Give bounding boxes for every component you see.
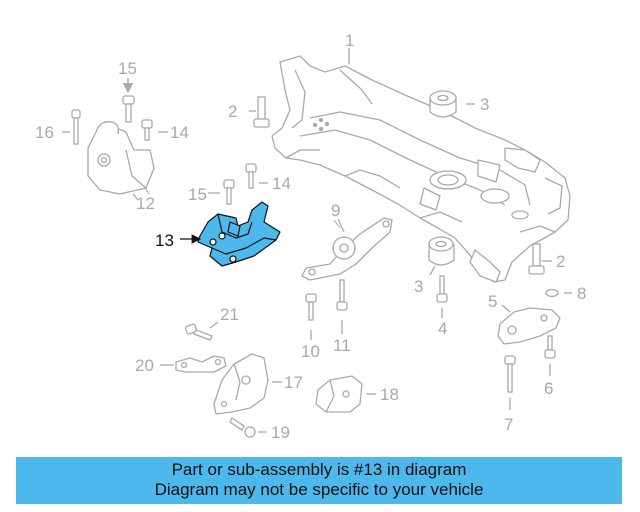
bolt-2-lower[interactable] — [528, 243, 552, 275]
callout-17: 17 — [284, 373, 303, 392]
bolt-21[interactable] — [184, 321, 219, 341]
callout-3-upper: 3 — [480, 95, 489, 114]
nut-14-upper[interactable] — [141, 119, 168, 141]
callout-16: 16 — [35, 123, 54, 142]
callout-8: 8 — [577, 284, 586, 303]
bolt-4[interactable] — [436, 275, 448, 318]
callout-6: 6 — [544, 379, 553, 398]
callout-15-lower: 15 — [188, 185, 207, 204]
bolt-11[interactable] — [336, 279, 348, 334]
callout-1: 1 — [345, 31, 354, 50]
callout-20: 20 — [135, 356, 154, 375]
bolt-16[interactable] — [62, 109, 81, 145]
leader-9 — [333, 219, 341, 229]
bolt-15-lower[interactable] — [208, 179, 235, 205]
callout-21: 21 — [220, 305, 239, 324]
callout-15-upper: 15 — [118, 59, 137, 78]
callout-10: 10 — [301, 342, 320, 361]
engine-mount-12[interactable] — [87, 121, 155, 201]
bolt-15-upper[interactable] — [122, 78, 135, 123]
callout-7: 7 — [504, 415, 513, 434]
callout-5: 5 — [488, 292, 497, 311]
callout-14-upper: 14 — [170, 123, 189, 142]
callout-18: 18 — [380, 385, 399, 404]
callout-14-lower: 14 — [272, 174, 291, 193]
parts-diagram: 1 3 2 15 16 14 12 15 14 13 9 3 4 2 5 8 2… — [35, 31, 586, 442]
leader-12 — [144, 187, 150, 195]
callout-2-upper: 2 — [228, 102, 237, 121]
callout-9: 9 — [331, 201, 340, 220]
bushing-upper[interactable] — [429, 90, 475, 118]
mount-17[interactable] — [213, 353, 282, 415]
torque-rod-9[interactable] — [301, 217, 393, 281]
bracket-13-highlighted[interactable] — [180, 201, 281, 267]
stud-14-lower[interactable] — [245, 163, 268, 189]
callout-3-lower: 3 — [414, 277, 423, 296]
callout-12: 12 — [136, 194, 155, 213]
callout-19: 19 — [271, 423, 290, 442]
banner-line-1: Part or sub-assembly is #13 in diagram — [171, 460, 467, 479]
callout-11: 11 — [333, 336, 351, 355]
callout-4: 4 — [438, 319, 447, 338]
bracket-5[interactable] — [497, 304, 561, 345]
bolt-2-upper[interactable] — [249, 96, 270, 128]
bolt-19[interactable] — [229, 417, 266, 438]
subframe-crossmember[interactable] — [271, 55, 571, 283]
callout-13: 13 — [155, 231, 174, 250]
banner-line-2: Diagram may not be specific to your vehi… — [154, 480, 484, 499]
info-banner: Part or sub-assembly is #13 in diagram D… — [16, 457, 622, 504]
bushing-lower[interactable] — [428, 236, 455, 276]
callout-2-lower: 2 — [556, 252, 565, 271]
bolt-10[interactable] — [305, 293, 317, 340]
bolt-6[interactable] — [544, 335, 556, 376]
bolt-7[interactable] — [504, 355, 516, 410]
mount-18[interactable] — [315, 375, 376, 413]
bracket-20[interactable] — [175, 355, 227, 373]
washer-8[interactable] — [545, 288, 572, 298]
